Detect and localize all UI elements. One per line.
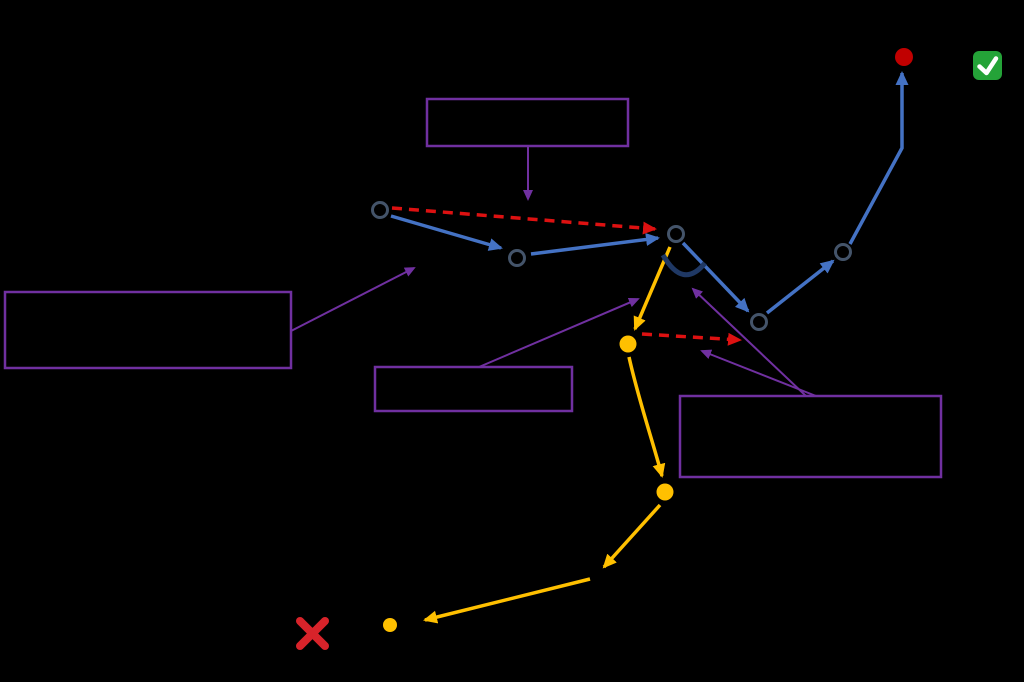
node-circle-1 <box>371 201 389 219</box>
failure-cross-icon <box>296 617 329 650</box>
gold-arrow-4 <box>423 577 591 624</box>
red-dashed-arrow-1 <box>391 206 657 235</box>
blue-arrow-3 <box>681 241 750 313</box>
gold-arrow-3 <box>602 503 662 569</box>
pointer-from-right-box-1 <box>691 287 807 397</box>
gold-arrow-2 <box>627 356 666 478</box>
node-circle-3 <box>667 225 685 243</box>
cross-icon-stroke-2 <box>296 617 329 650</box>
node-circle-4 <box>750 313 768 331</box>
node-circle-2 <box>508 249 526 267</box>
check-icon-box <box>973 51 1002 80</box>
node-circle-5 <box>834 243 852 261</box>
blue-arrow-4 <box>765 259 835 315</box>
gold-node-1 <box>619 335 637 353</box>
red-dashed-arrows <box>391 206 742 346</box>
end-dot-red <box>895 48 913 66</box>
gold-node-3 <box>383 618 397 632</box>
label-box-middle <box>373 365 574 413</box>
blue-arrow-5 <box>848 71 909 245</box>
success-check-icon <box>973 51 1002 80</box>
path-nodes <box>371 48 913 632</box>
pointer-from-right-box-2 <box>700 349 817 397</box>
label-box-right <box>678 394 943 479</box>
angle-arc <box>660 253 707 278</box>
blue-arrow-2 <box>530 233 660 256</box>
annotation-pointers <box>290 146 817 397</box>
pointer-from-left-box <box>290 267 416 332</box>
blue-arrow-1 <box>390 214 503 251</box>
pointer-from-middle-box <box>478 297 640 368</box>
gold-node-2 <box>656 483 674 501</box>
blue-path-arrows <box>390 71 909 315</box>
check-icon-mark <box>977 56 999 76</box>
